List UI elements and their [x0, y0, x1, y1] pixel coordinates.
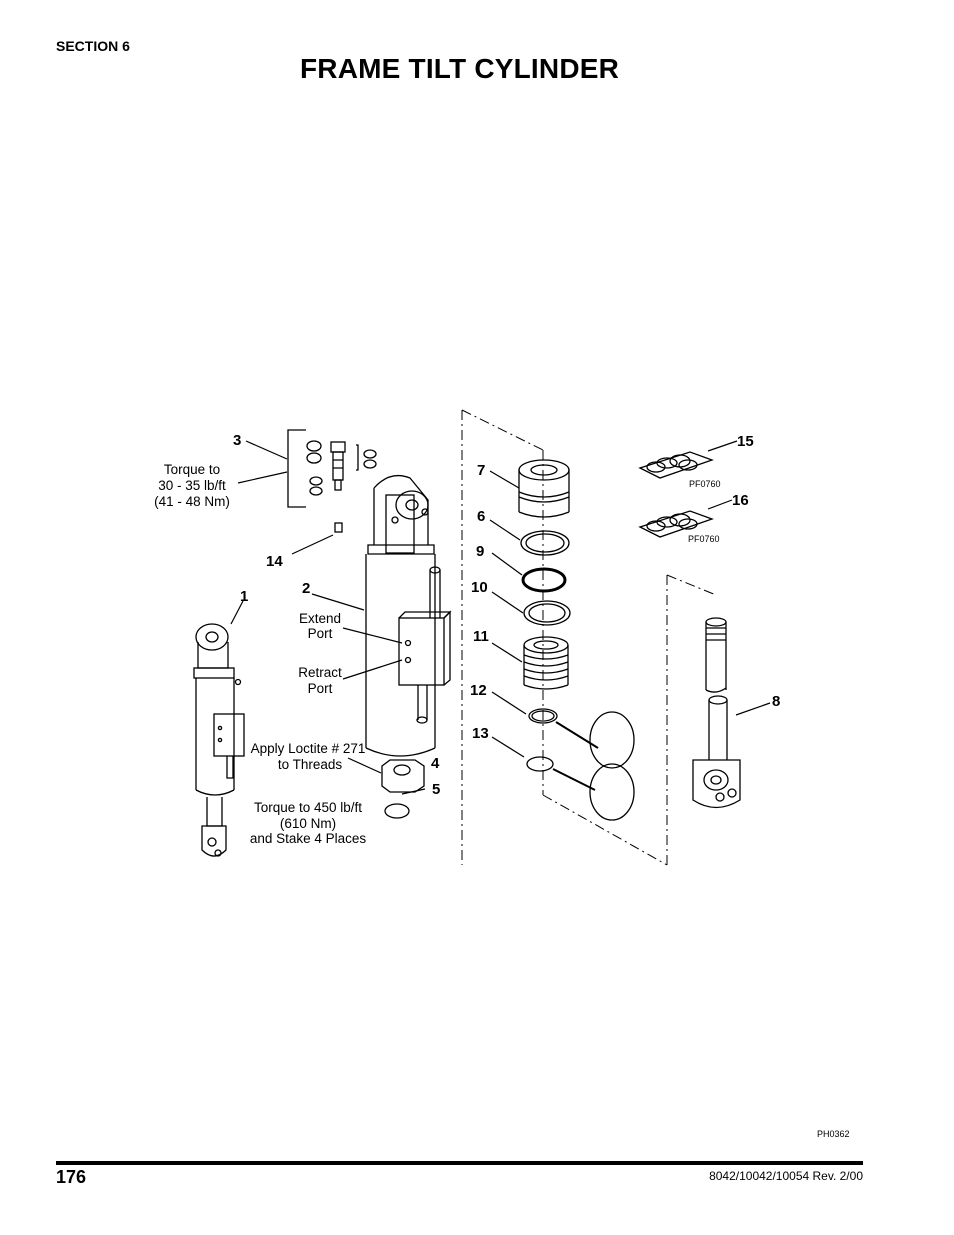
page-number: 176 [56, 1167, 87, 1187]
callout-6: 6 [477, 508, 485, 525]
seal-rings-drawing [520, 530, 571, 626]
callout-13: 13 [472, 725, 489, 742]
kit-codes: PF0760 PF0760 [688, 479, 721, 544]
callout-15: 15 [737, 433, 754, 450]
leader-lines [230, 440, 771, 795]
callout-14: 14 [266, 553, 283, 570]
kit-code-16: PF0760 [688, 534, 720, 544]
callout-5: 5 [432, 781, 440, 798]
snap-rings-drawing [526, 708, 635, 821]
note-loctite-line2: to Threads [278, 757, 343, 772]
note-torque-valve-line1: Torque to [164, 462, 220, 477]
note-torque-nut-line1: Torque to 450 lb/ft [254, 800, 362, 815]
piston-rod-drawing [692, 617, 741, 809]
note-retract-port-line1: Retract [298, 665, 342, 680]
callout-9: 9 [476, 543, 484, 560]
cylinder-barrel-drawing [365, 474, 452, 757]
callout-3: 3 [233, 432, 241, 449]
callout-11: 11 [473, 628, 489, 645]
cylinder-head-drawing [523, 636, 569, 690]
note-torque-valve-line3: (41 - 48 Nm) [154, 494, 230, 509]
gland-nut-drawing [381, 759, 425, 819]
seal-kit-15-drawing [638, 451, 714, 479]
piston-drawing [518, 459, 570, 518]
callout-7: 7 [477, 462, 485, 479]
callout-numbers: 1 2 3 4 5 6 7 8 9 10 11 12 13 14 15 16 [233, 432, 780, 798]
note-torque-nut-line3: and Stake 4 Places [250, 831, 367, 846]
diagram-notes: Torque to 30 - 35 lb/ft (41 - 48 Nm) Ext… [154, 462, 366, 846]
assembled-cylinder-drawing [193, 623, 245, 857]
seal-kit-16-drawing [638, 510, 714, 538]
page-title: FRAME TILT CYLINDER [300, 53, 620, 84]
callout-4: 4 [431, 755, 440, 772]
centerlines [461, 409, 717, 866]
note-loctite-line1: Apply Loctite # 271 [251, 741, 366, 756]
callout-1: 1 [240, 588, 248, 605]
footer-rule [56, 1161, 863, 1165]
callout-8: 8 [772, 693, 780, 710]
callout-10: 10 [471, 579, 488, 596]
callout-12: 12 [470, 682, 487, 699]
kit-code-15: PF0760 [689, 479, 721, 489]
callout-16: 16 [732, 492, 749, 509]
figure-code: PH0362 [817, 1129, 850, 1139]
note-extend-port-line1: Extend [299, 611, 341, 626]
callout-2: 2 [302, 580, 310, 597]
document-reference: 8042/10042/10054 Rev. 2/00 [709, 1169, 863, 1183]
note-torque-nut-line2: (610 Nm) [280, 816, 336, 831]
section-label: SECTION 6 [56, 38, 130, 54]
note-retract-port-line2: Port [308, 681, 333, 696]
valve-assembly-drawing [287, 429, 377, 533]
note-extend-port-line2: Port [308, 626, 333, 641]
note-torque-valve-line2: 30 - 35 lb/ft [158, 478, 226, 493]
